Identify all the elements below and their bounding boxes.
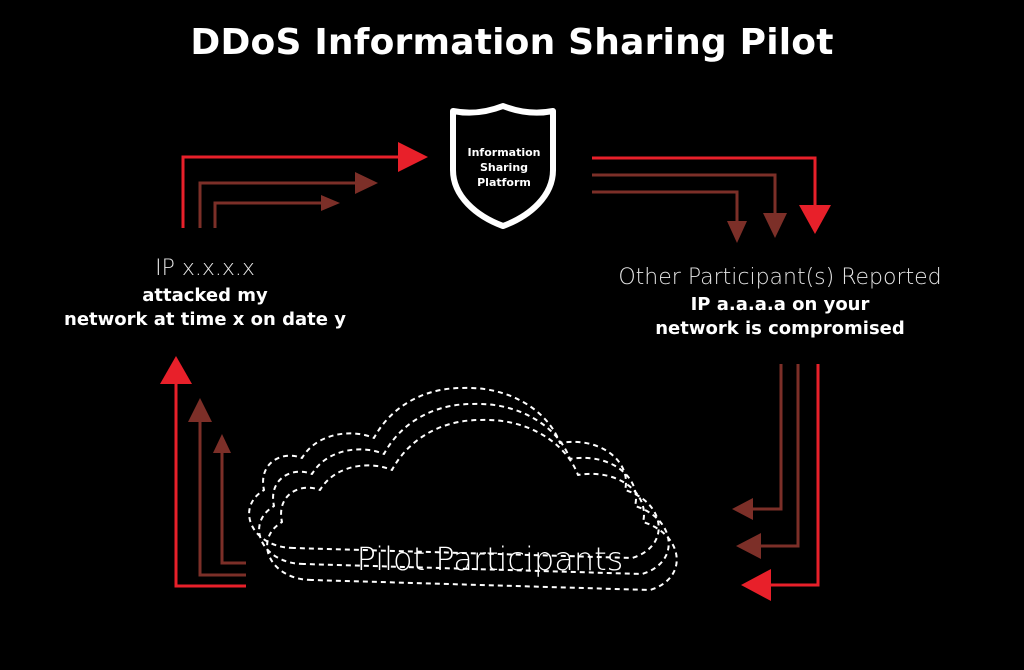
left-report-line2: network at time x on date y	[64, 309, 346, 330]
arrow-to-platform-secondary	[198, 181, 356, 228]
left-report-line1: attacked my	[142, 285, 268, 306]
right-report-line1: IP a.a.a.a on your	[690, 294, 870, 315]
right-report: Other Participant(s) Reported IP a.a.a.a…	[590, 263, 970, 341]
arrow-from-platform-tertiary-head	[727, 221, 747, 243]
shield-icon	[450, 103, 556, 229]
arrow-cloud-to-left-tertiary	[220, 452, 246, 565]
arrow-to-platform-primary	[181, 155, 400, 228]
arrow-cloud-to-left-secondary	[198, 420, 246, 577]
arrow-right-to-cloud-primary-head	[741, 569, 771, 601]
arrow-to-platform-secondary-head	[355, 172, 378, 194]
arrow-from-platform-secondary-head	[763, 213, 787, 238]
arrow-right-to-cloud-primary	[770, 364, 820, 587]
arrow-cloud-to-left-tertiary-head	[213, 434, 231, 453]
arrow-cloud-to-left-primary-head	[160, 356, 192, 384]
cloud-outline-front	[266, 418, 678, 591]
cloud-label: Pilot Participants	[356, 540, 624, 578]
arrow-to-platform-tertiary-head	[321, 195, 340, 211]
platform-label: Information Sharing Platform	[454, 145, 554, 190]
participants-cloud	[248, 386, 678, 591]
arrow-to-platform-primary-head	[398, 142, 428, 172]
arrow-from-platform-tertiary	[592, 190, 739, 222]
arrow-right-to-cloud-secondary	[760, 364, 800, 548]
arrow-from-platform-secondary	[592, 173, 777, 214]
arrow-right-to-cloud-tertiary	[752, 364, 783, 511]
cloud-outline-back	[248, 386, 660, 559]
right-report-line2: network is compromised	[655, 318, 905, 339]
platform-label-line: Sharing	[479, 161, 529, 174]
left-report-ip: IP x.x.x.x	[155, 256, 255, 281]
arrow-to-platform-tertiary	[213, 201, 322, 228]
arrow-from-platform-primary	[592, 156, 817, 206]
cloud-outline-middle	[258, 402, 670, 575]
right-report-header: Other Participant(s) Reported	[618, 265, 942, 290]
left-report: IP x.x.x.x attacked my network at time x…	[30, 254, 380, 332]
platform-label-line: Information	[467, 146, 541, 159]
platform-label-line: Platform	[477, 176, 531, 189]
arrow-right-to-cloud-secondary-head	[736, 533, 761, 559]
arrow-cloud-to-left-primary	[174, 382, 246, 588]
arrow-right-to-cloud-tertiary-head	[732, 498, 753, 520]
arrow-cloud-to-left-secondary-head	[188, 398, 212, 422]
arrow-from-platform-primary-head	[799, 205, 831, 234]
page-title: DDoS Information Sharing Pilot	[190, 22, 834, 63]
